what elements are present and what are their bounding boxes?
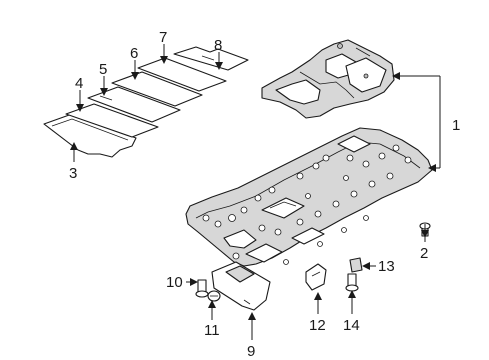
insulation-pad-8	[173, 46, 249, 71]
callout-6: 6	[130, 45, 138, 62]
callout-12: 12	[309, 317, 326, 334]
headliner	[185, 127, 433, 267]
insulation-pad-4	[65, 103, 159, 138]
leader-lines	[70, 44, 441, 340]
clip-11	[207, 290, 221, 302]
callout-11: 11	[204, 322, 220, 339]
screw-10	[195, 279, 209, 298]
callout-10: 10	[166, 274, 183, 291]
upper-insulation-panel	[261, 39, 395, 119]
clip-13	[349, 257, 363, 273]
callout-13: 13	[378, 258, 395, 275]
insulation-pad-6	[111, 71, 203, 107]
bolt-14	[345, 273, 359, 292]
callout-8: 8	[214, 37, 222, 54]
insulation-pad-5	[87, 86, 181, 123]
callout-14: 14	[343, 317, 360, 334]
visor-holder-12	[305, 263, 327, 291]
callout-9: 9	[247, 343, 255, 360]
callout-1: 1	[452, 117, 460, 134]
callout-3: 3	[69, 165, 77, 182]
callout-5: 5	[99, 61, 107, 78]
callout-4: 4	[75, 75, 83, 92]
insulation-pad-7	[137, 57, 227, 92]
sun-visor	[211, 261, 271, 311]
callout-7: 7	[159, 29, 167, 46]
callout-2: 2	[420, 245, 428, 262]
callout-labels: 1 2 3 4 5 6 7 8 9 10 11 12 13 14	[69, 29, 460, 360]
